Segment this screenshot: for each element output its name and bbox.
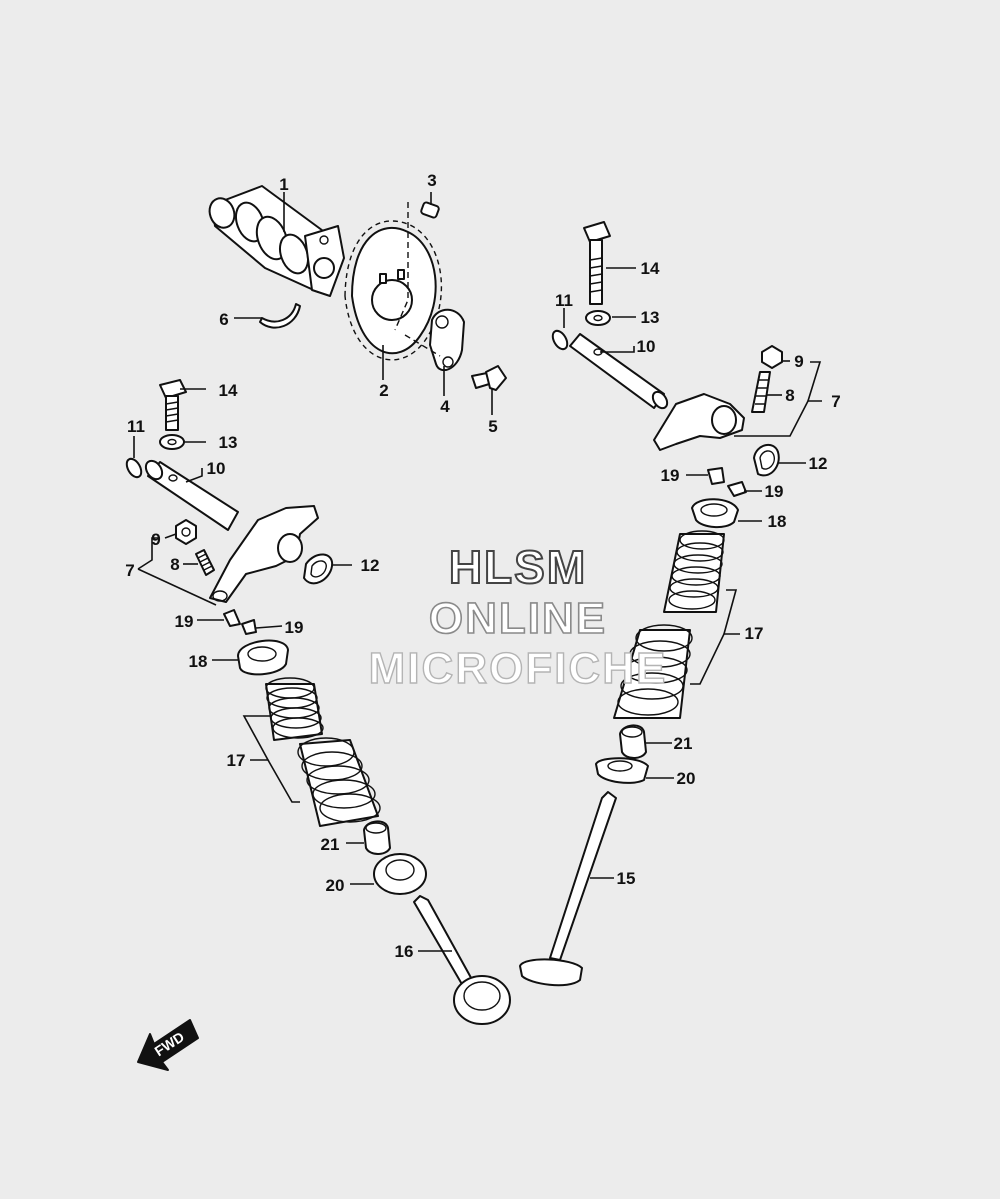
valve-cotters-right: [707, 467, 747, 497]
callout-10-right: 10: [637, 337, 656, 356]
o-ring-right: [551, 329, 569, 351]
shaft-bolt-left: [159, 379, 187, 431]
callout-4: 4: [440, 397, 450, 416]
callout-5: 5: [488, 417, 497, 436]
callout-10-left: 10: [207, 459, 226, 478]
callout-labels: 1 2 3 4 5 6 14 13 10 11 9 8 7 12 19 19 1…: [125, 171, 840, 961]
rocker-shaft-right: [569, 333, 669, 410]
rocker-arm-left: [209, 505, 319, 603]
spring-seat-left: [373, 853, 427, 895]
spring-retainer-right: [691, 498, 739, 528]
adjust-screw-left: [195, 549, 215, 576]
rocker-shaft-left: [144, 459, 239, 531]
watermark-line-1: HLSM: [449, 541, 587, 593]
callout-14-left: 14: [219, 381, 238, 400]
callout-12-left: 12: [361, 556, 380, 575]
washer-left: [159, 434, 185, 450]
callout-15: 15: [617, 869, 636, 888]
callout-8-left: 8: [170, 555, 179, 574]
callout-13-left: 13: [219, 433, 238, 452]
camshaft: [208, 185, 345, 297]
callout-11-right: 11: [555, 291, 573, 310]
callout-21-right: 21: [674, 734, 693, 753]
watermark-line-3: MICROFICHE: [369, 644, 668, 693]
valve-cotters-left: [223, 609, 257, 635]
sprocket-bolt: [471, 365, 507, 391]
callout-9-right: 9: [794, 352, 803, 371]
callout-20-right: 20: [677, 769, 696, 788]
cam-sprocket: [344, 220, 442, 361]
callout-12-right: 12: [809, 454, 828, 473]
rocker-arm-right: [653, 393, 745, 451]
leader-lines: [133, 192, 822, 952]
callout-14-right: 14: [641, 259, 660, 278]
spring-seat-right: [595, 757, 649, 784]
valve-spring-inner-right: [663, 530, 725, 613]
dowel-pin: [394, 201, 440, 331]
callout-21-left: 21: [321, 835, 340, 854]
stem-seal-right: [619, 724, 647, 759]
callout-16: 16: [395, 942, 414, 961]
callout-9-left: 9: [151, 530, 160, 549]
shaft-spacer-right: [753, 443, 780, 477]
callout-3: 3: [427, 171, 436, 190]
callout-19-right-a: 19: [661, 466, 680, 485]
callout-19-right-b: 19: [765, 482, 784, 501]
circlip: [259, 303, 301, 329]
callout-13-right: 13: [641, 308, 660, 327]
watermark-line-2: ONLINE: [429, 594, 607, 643]
valve-spring-outer-left: [297, 737, 381, 827]
adjust-nut-right: [761, 345, 783, 369]
callout-20-left: 20: [326, 876, 345, 895]
valve-spring-outer-right: [613, 624, 693, 719]
callout-18-left: 18: [189, 652, 208, 671]
callout-2: 2: [379, 381, 388, 400]
callout-18-right: 18: [768, 512, 787, 531]
callout-8-right: 8: [785, 386, 794, 405]
callout-17-left: 17: [227, 751, 246, 770]
callout-19-left-a: 19: [175, 612, 194, 631]
adjust-nut-left: [175, 519, 197, 545]
valve-spring-inner-left: [265, 677, 324, 741]
o-ring-left: [125, 457, 143, 479]
watermark: HLSM ONLINE MICROFICHE: [368, 540, 668, 694]
lock-plate: [404, 308, 465, 372]
stem-seal-left: [363, 820, 391, 855]
intake-valve: [413, 895, 511, 1025]
adjust-screw-right: [751, 371, 771, 413]
exhaust-valve: [519, 791, 617, 987]
shaft-spacer-left: [303, 553, 334, 585]
callout-6: 6: [219, 310, 228, 329]
shaft-bolt-right: [583, 221, 611, 305]
fwd-arrow-badge: FWD: [137, 1019, 199, 1071]
spring-retainer-left: [237, 639, 289, 676]
callout-17-right: 17: [745, 624, 764, 643]
callout-11-left: 11: [127, 417, 145, 436]
callout-19-left-b: 19: [285, 618, 304, 637]
callout-7-left: 7: [125, 561, 134, 580]
callout-1: 1: [279, 175, 288, 194]
washer-right: [585, 310, 611, 326]
callout-7-right: 7: [831, 392, 840, 411]
